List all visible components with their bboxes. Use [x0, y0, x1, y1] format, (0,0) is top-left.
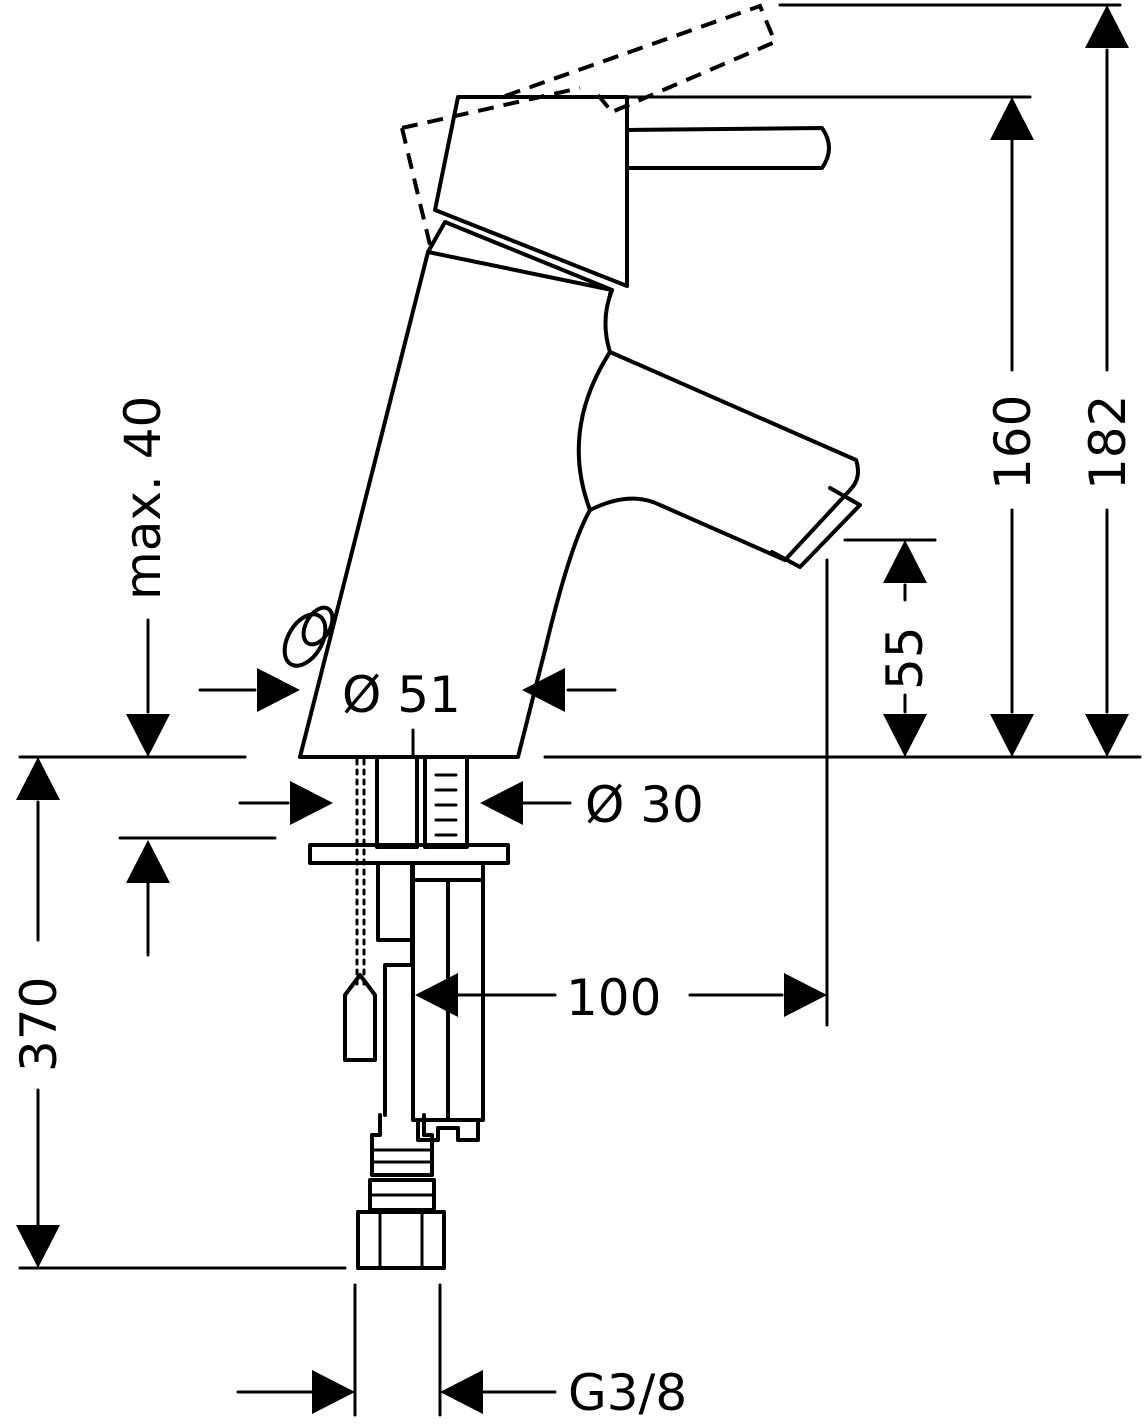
faucet-body [282, 3, 862, 759]
label-370: 370 [10, 977, 68, 1072]
aerator [770, 486, 862, 569]
label-g3-8: G3/8 [568, 1364, 687, 1422]
dimension-lines [16, 3, 1142, 1417]
spout [543, 350, 612, 652]
dimension-labels: max. 40 Ø 51 Ø 30 55 160 182 370 100 G3/… [10, 395, 1137, 1422]
label-max-40: max. 40 [114, 396, 172, 600]
hex-nut [356, 1210, 446, 1270]
label-182: 182 [1079, 395, 1137, 490]
label-dia-30: Ø 30 [585, 776, 704, 834]
label-55: 55 [876, 626, 934, 690]
mounting-assembly [308, 755, 510, 1270]
lever [625, 126, 831, 170]
label-dia-51: Ø 51 [342, 666, 461, 724]
label-160: 160 [984, 395, 1042, 490]
washer-plate [308, 843, 510, 865]
lever-range-dashed [400, 3, 778, 246]
label-100: 100 [566, 969, 661, 1027]
